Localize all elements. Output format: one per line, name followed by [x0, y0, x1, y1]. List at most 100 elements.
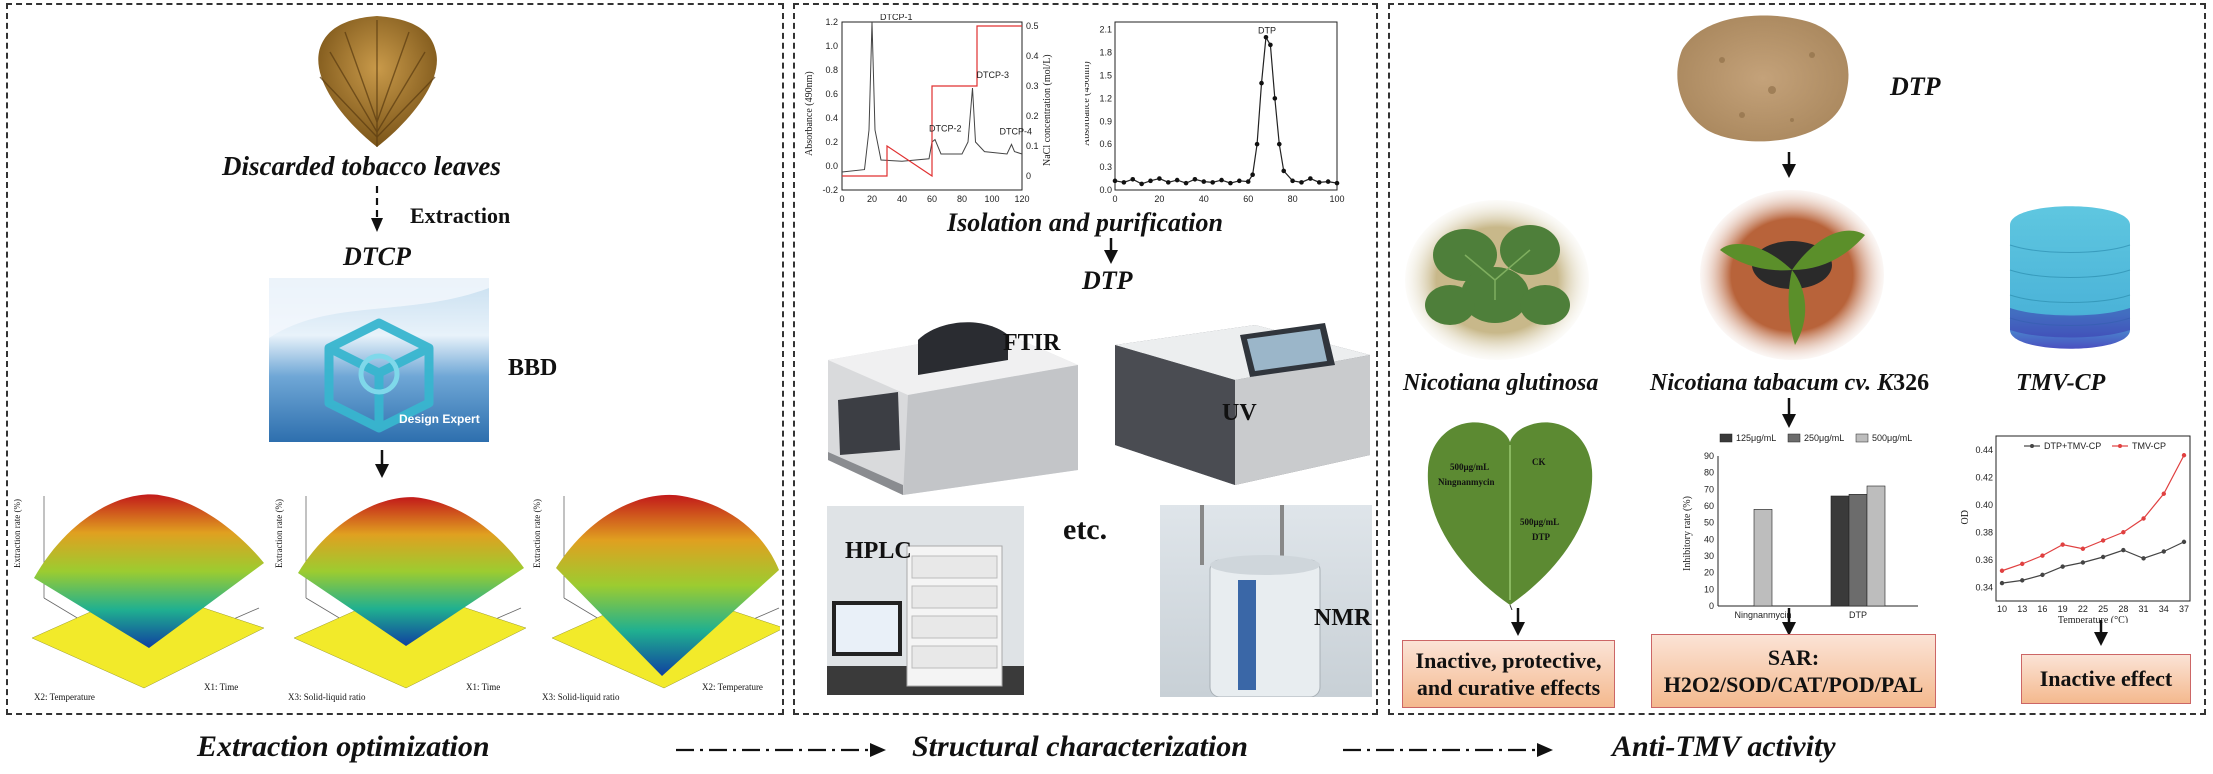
y2-tick-label: 0.4	[1026, 51, 1039, 61]
x-tick-label: 60	[1243, 194, 1253, 204]
software-caption: Design Expert	[399, 412, 480, 426]
legend-marker	[2030, 444, 2034, 448]
data-point	[2100, 554, 2106, 560]
bar	[1830, 495, 1850, 607]
x-tick-label: 0	[1112, 194, 1117, 204]
y-tick-label: 0.6	[1099, 139, 1112, 149]
y-tick-label: 0.42	[1975, 472, 1993, 482]
y-tick-label: 1.0	[825, 41, 838, 51]
data-point	[2121, 547, 2126, 553]
y-tick-label: 50	[1704, 518, 1714, 528]
x-tick-label: 20	[867, 194, 877, 204]
data-point	[2141, 516, 2146, 521]
y2-tick-label: 0.1	[1026, 141, 1039, 151]
nmr-label: NMR	[1314, 605, 1372, 631]
y-tick-label: 0.3	[1099, 162, 1112, 172]
y-axis-label: OD	[1960, 510, 1971, 524]
data-point	[1245, 179, 1251, 184]
data-point	[1201, 179, 1207, 184]
y-tick-label: 0.4	[825, 113, 838, 123]
result-sar-markers: H2O2/SOD/CAT/POD/PAL	[1663, 672, 1924, 697]
design-expert-image: Design Expert	[269, 278, 489, 442]
y-tick-label: -0.2	[822, 185, 838, 195]
data-point	[1999, 580, 2005, 586]
x-tick-label: 120	[1014, 194, 1029, 204]
source-label: Discarded tobacco leaves	[222, 151, 501, 181]
data-point	[1334, 180, 1340, 186]
plot-frame	[1114, 21, 1338, 191]
data-point	[1157, 176, 1162, 181]
y2-tick-label: 0.3	[1026, 81, 1039, 91]
data-point	[2141, 556, 2146, 561]
extraction-panel	[6, 3, 784, 715]
y-axis-label: Absorbance (490nm)	[804, 71, 815, 156]
leaf-ck-label: CK	[1532, 457, 1546, 467]
absorbance-line	[841, 21, 1023, 173]
activity-panel	[1388, 3, 2206, 715]
result-box-glutinosa: Inactive, protective, and curative effec…	[1402, 640, 1615, 708]
data-point	[2161, 491, 2166, 496]
x-tick-label: 25	[2098, 604, 2108, 614]
data-point	[1192, 177, 1198, 182]
data-point	[2020, 561, 2025, 567]
y-tick-label: 1.5	[1099, 70, 1112, 80]
x-tick-label: 80	[957, 194, 967, 204]
data-point	[1268, 42, 1273, 48]
stage-structural-label: Structural characterization	[912, 730, 1248, 763]
y-tick-label: 1.2	[1099, 93, 1112, 103]
x-tick-label: 100	[984, 194, 999, 204]
data-point	[1281, 168, 1287, 174]
y-tick-label: 0	[1709, 601, 1714, 611]
x-tick-label: Ningnanmycin	[1734, 610, 1791, 620]
bar	[1848, 494, 1868, 607]
bar	[1866, 485, 1886, 607]
y-tick-label: 1.2	[825, 17, 838, 27]
y-tick-label: 0.40	[1975, 500, 1993, 510]
plant-glutinosa-label: Nicotiana glutinosa	[1403, 370, 1599, 396]
y2-axis-label: NaCl concentration (mol/L)	[1042, 54, 1053, 166]
data-point	[1165, 180, 1171, 185]
plot-frame	[1995, 435, 2191, 602]
y-tick-label: 20	[1704, 568, 1714, 578]
data-point	[1148, 178, 1153, 184]
arrow-isolation	[1104, 238, 1118, 264]
response-surfaces: Extraction rate (%) X2: Temperature X1: …	[14, 494, 780, 702]
data-point	[2121, 530, 2126, 535]
surface-2-z-label: Extraction rate (%)	[274, 499, 284, 568]
data-point	[1183, 180, 1189, 186]
y-tick-label: 0.44	[1975, 445, 1993, 455]
x-tick-label: 100	[1329, 194, 1344, 204]
surface-1-x-label: X2: Temperature	[34, 692, 95, 702]
isolation-label: Isolation and purification	[947, 208, 1223, 237]
data-point	[1290, 178, 1295, 184]
y-tick-label: 0.9	[1099, 116, 1112, 126]
legend-label: 125μg/mL	[1736, 433, 1776, 443]
x-tick-label: 60	[927, 194, 937, 204]
uv-instrument-image	[1115, 323, 1370, 485]
data-point	[1210, 180, 1215, 185]
plant-tabacum-label: Nicotiana tabacum cv. K326	[1650, 370, 1929, 397]
stage-extraction-label: Extraction optimization	[197, 730, 490, 763]
y-tick-label: 0.36	[1975, 555, 1993, 565]
plant-tmv-label: TMV-CP	[2016, 370, 2106, 396]
y-tick-label: 90	[1704, 451, 1714, 461]
data-point	[1299, 180, 1304, 185]
data-point	[1121, 180, 1127, 185]
result-sar-title: SAR:	[1767, 644, 1820, 670]
arrow-bbd	[375, 450, 389, 478]
arrow-dtp	[1782, 152, 1796, 178]
nicotiana-tabacum-image	[1700, 190, 1884, 360]
data-point	[1174, 177, 1180, 183]
hplc-image	[827, 506, 1024, 695]
legend-swatch	[1719, 433, 1733, 443]
surface-3-x-label: X3: Solid-liquid ratio	[542, 692, 620, 702]
plant-tabacum-text: Nicotiana tabacum cv. K	[1650, 370, 1894, 396]
surface-1-y-label: X1: Time	[204, 682, 238, 692]
data-point	[1272, 96, 1278, 101]
uv-label: UV	[1222, 400, 1257, 426]
ftir-label: FTIR	[1003, 330, 1061, 356]
plot-frame	[841, 21, 1023, 191]
